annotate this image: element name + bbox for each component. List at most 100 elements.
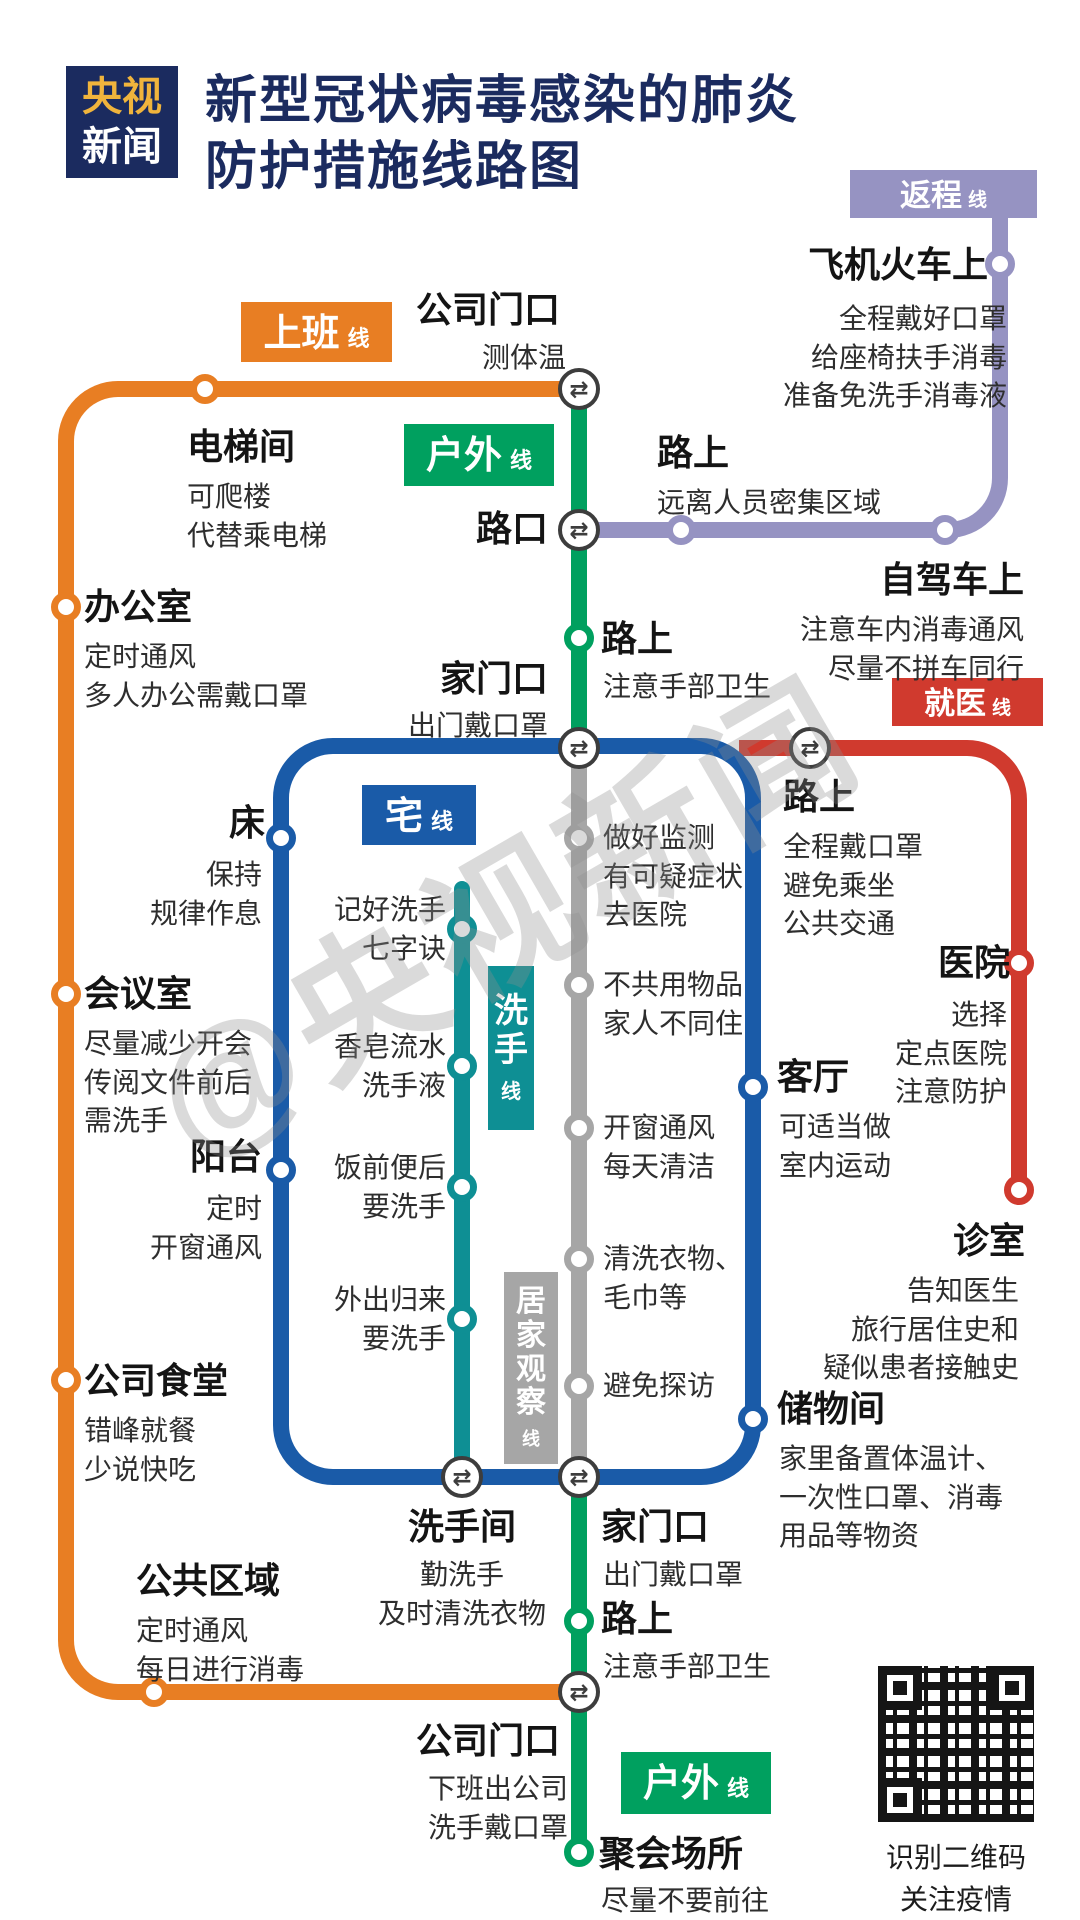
station-elevator-note: 可爬楼 代替乘电梯 bbox=[187, 481, 328, 551]
transfer-arrows-icon: ⇄ bbox=[569, 734, 589, 761]
station-road-out-bottom-note: 注意手部卫生 bbox=[603, 1651, 772, 1682]
station-dot-living-room bbox=[738, 1072, 768, 1102]
station-home-gate-bottom-note: 出门戴口罩 bbox=[603, 1559, 744, 1590]
line-outdoor-lower bbox=[571, 1477, 587, 1860]
badge-observation-label: 居家观察 bbox=[515, 1285, 546, 1420]
station-living-room: 客厅 bbox=[777, 1056, 850, 1097]
badge-medical-line: 就医 线 bbox=[892, 678, 1043, 726]
station-meeting-room-note: 尽量减少开会 传阅文件前后 需洗手 bbox=[84, 1028, 253, 1137]
qr-finder-icon bbox=[878, 1778, 922, 1822]
station-dot-office bbox=[51, 592, 81, 622]
transfer-arrows-icon: ⇄ bbox=[452, 1463, 472, 1490]
station-wash3-note: 饭前便后 要洗手 bbox=[333, 1152, 446, 1222]
station-washroom-note: 勤洗手 及时清洗衣物 bbox=[377, 1559, 546, 1629]
station-company-gate-bottom-note: 下班出公司 洗手戴口罩 bbox=[428, 1773, 569, 1843]
badge-home-label: 宅 bbox=[384, 796, 423, 838]
station-dot-hospital bbox=[1004, 948, 1034, 978]
station-canteen-note: 错峰就餐 少说快吃 bbox=[84, 1415, 197, 1485]
station-dot-road-return bbox=[666, 515, 696, 545]
station-dot-meeting-room bbox=[51, 979, 81, 1009]
station-storage: 储物间 bbox=[777, 1388, 886, 1429]
station-dot-obs1 bbox=[564, 823, 594, 853]
station-road-medical-note: 全程戴口罩 避免乘坐 公共交通 bbox=[783, 831, 924, 940]
badge-outdoor-line-top: 户外 线 bbox=[404, 424, 554, 486]
transfer-icon: ⇄ bbox=[558, 509, 600, 551]
station-gathering: 聚会场所 bbox=[599, 1833, 744, 1874]
transfer-arrows-icon: ⇄ bbox=[569, 1463, 589, 1490]
station-gathering-note: 尽量不要前往 bbox=[601, 1885, 770, 1916]
cctv-news-logo: 央视 新闻 bbox=[66, 66, 178, 178]
logo-line2: 新闻 bbox=[82, 125, 162, 169]
station-road-out-top-note: 注意手部卫生 bbox=[603, 671, 772, 702]
station-clinic-note: 告知医生 旅行居住史和 疑似患者接触史 bbox=[822, 1275, 1019, 1384]
station-company-gate-top: 公司门口 bbox=[416, 289, 561, 330]
station-dot-plane-train bbox=[985, 249, 1015, 279]
badge-return-label: 返程 bbox=[899, 178, 962, 213]
station-road-medical: 路上 bbox=[783, 776, 856, 817]
badge-observation-suffix: 线 bbox=[522, 1428, 540, 1449]
transfer-icon: ⇄ bbox=[558, 368, 600, 410]
station-home-gate-top-note: 出门戴口罩 bbox=[407, 710, 548, 741]
station-office-note: 定时通风 多人办公需戴口罩 bbox=[84, 641, 309, 711]
transfer-arrows-icon: ⇄ bbox=[569, 375, 589, 402]
station-office: 办公室 bbox=[84, 586, 193, 627]
station-dot-public-area bbox=[139, 1677, 169, 1707]
transfer-icon: ⇄ bbox=[558, 727, 600, 769]
badge-home-suffix: 线 bbox=[431, 809, 454, 834]
station-balcony-note: 定时 开窗通风 bbox=[149, 1193, 262, 1263]
station-road-return: 路上 bbox=[657, 432, 730, 473]
station-wash1-note: 记好洗手 七字诀 bbox=[333, 894, 446, 964]
station-company-gate-top-note: 测体温 bbox=[482, 342, 567, 373]
station-clinic: 诊室 bbox=[952, 1220, 1025, 1261]
station-dot-obs2 bbox=[564, 970, 594, 1000]
station-wash2-note: 香皂流水 洗手液 bbox=[333, 1031, 446, 1101]
logo-line1: 央视 bbox=[82, 75, 162, 119]
badge-outdoor-top-suffix: 线 bbox=[510, 448, 533, 473]
transfer-icon: ⇄ bbox=[789, 727, 831, 769]
transfer-arrows-icon: ⇄ bbox=[569, 1678, 589, 1705]
station-canteen: 公司食堂 bbox=[84, 1360, 229, 1401]
qr-caption-line2: 关注疫情 bbox=[899, 1884, 1012, 1915]
station-plane-train: 飞机火车上 bbox=[807, 244, 988, 285]
station-obs4-note: 清洗衣物、 毛巾等 bbox=[603, 1243, 744, 1313]
station-dot-elevator bbox=[190, 374, 220, 404]
badge-work-label: 上班 bbox=[263, 313, 340, 355]
station-wash4-note: 外出归来 要洗手 bbox=[333, 1284, 446, 1354]
page-title-line2: 防护措施线路图 bbox=[205, 138, 584, 196]
badge-handwash-suffix: 线 bbox=[501, 1080, 521, 1103]
transfer-arrows-icon: ⇄ bbox=[800, 734, 820, 761]
badge-observation-line: 居家观察 线 bbox=[504, 1272, 558, 1464]
transfer-icon: ⇄ bbox=[441, 1456, 483, 1498]
station-self-drive: 自驾车上 bbox=[879, 559, 1024, 600]
qr-finder-icon bbox=[878, 1666, 922, 1710]
station-dot-clinic bbox=[1004, 1175, 1034, 1205]
station-dot-obs5 bbox=[564, 1371, 594, 1401]
station-dot-obs4 bbox=[564, 1244, 594, 1274]
badge-outdoor-bottom-suffix: 线 bbox=[727, 1776, 750, 1801]
badge-home-line: 宅 线 bbox=[362, 785, 476, 845]
station-public-area: 公共区域 bbox=[136, 1560, 281, 1601]
badge-handwash-line: 洗手 线 bbox=[488, 966, 534, 1130]
station-hospital: 医院 bbox=[937, 942, 1010, 983]
station-home-gate-bottom: 家门口 bbox=[601, 1506, 710, 1547]
station-meeting-room: 会议室 bbox=[84, 973, 193, 1014]
badge-outdoor-bottom-label: 户外 bbox=[642, 1763, 719, 1805]
station-road-return-note: 远离人员密集区域 bbox=[657, 487, 882, 518]
station-obs2-note: 不共用物品 家人不同住 bbox=[603, 969, 744, 1039]
station-storage-note: 家里备置体温计、 一次性口罩、消毒 用品等物资 bbox=[779, 1443, 1004, 1552]
station-dot-wash4 bbox=[447, 1304, 477, 1334]
transfer-arrows-icon: ⇄ bbox=[569, 516, 589, 543]
page-title-line1: 新型冠状病毒感染的肺炎 bbox=[205, 72, 800, 130]
station-obs3-note: 开窗通风 每天清洁 bbox=[603, 1112, 716, 1182]
transfer-icon: ⇄ bbox=[558, 1671, 600, 1713]
badge-outdoor-line-bottom: 户外 线 bbox=[621, 1752, 771, 1814]
station-dot-balcony bbox=[266, 1155, 296, 1185]
transfer-icon: ⇄ bbox=[558, 1456, 600, 1498]
station-public-area-note: 定时通风 每日进行消毒 bbox=[136, 1615, 305, 1685]
station-dot-storage bbox=[738, 1404, 768, 1434]
station-road-out-top: 路上 bbox=[601, 618, 674, 659]
station-dot-wash2 bbox=[447, 1051, 477, 1081]
line-home-loop bbox=[273, 738, 761, 1485]
station-elevator: 电梯间 bbox=[187, 426, 296, 467]
